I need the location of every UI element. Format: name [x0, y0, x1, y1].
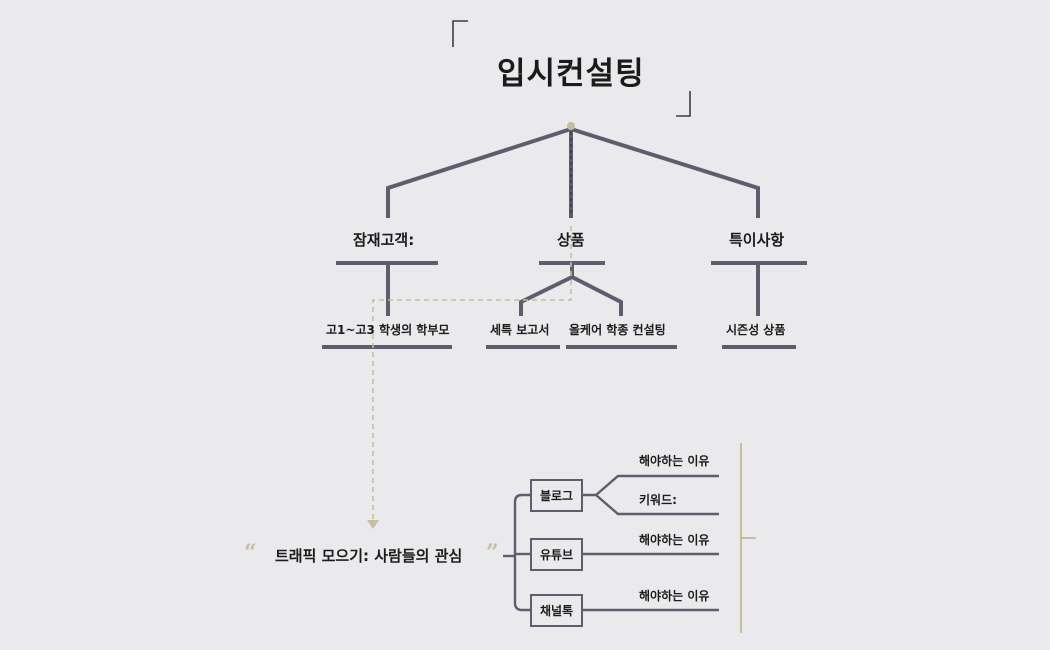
stem-product [519, 263, 623, 316]
youtube-box [530, 538, 583, 571]
open-quote-mark: “ [244, 540, 257, 566]
dashed-arrowhead [367, 520, 379, 529]
category-product: 상품 [557, 231, 585, 249]
item-report: 세특 보고서 [490, 323, 550, 337]
channeltalk-box [530, 594, 583, 627]
reason-blog-why: 해야하는 이유 [639, 454, 710, 468]
title-bracket-top-left [452, 20, 468, 47]
accent-dot [567, 122, 575, 130]
category-potential-customers: 잠재고객: [353, 231, 415, 249]
reason-blog-keyword: 키워드: [639, 493, 677, 507]
branch-potential [386, 127, 572, 218]
branch-special [570, 127, 760, 218]
page-title: 입시컨설팅 [497, 56, 645, 92]
traffic-label: 트래픽 모으기: 사람들의 관심 [275, 547, 463, 565]
tree-connectors [322, 127, 807, 349]
dashed-connector [372, 226, 572, 520]
item-parents: 고1~고3 학생의 학부모 [326, 323, 450, 337]
item-season: 시즌성 상품 [726, 323, 786, 337]
reason-youtube-why: 해야하는 이유 [639, 533, 710, 547]
reason-channeltalk-why: 해야하는 이유 [639, 589, 710, 603]
item-allcare: 올케어 학종 컨설팅 [569, 323, 666, 337]
channel-spine [513, 493, 531, 612]
category-special-notes: 특이사항 [729, 231, 785, 249]
channel-channeltalk: 채널톡 [539, 604, 574, 618]
channel-youtube: 유튜브 [539, 548, 574, 562]
title-bracket-bottom-right [676, 91, 691, 117]
channel-blog: 블로그 [539, 489, 574, 503]
channel-connectors [503, 474, 719, 612]
blog-fork [582, 474, 719, 516]
blog-box [530, 479, 583, 512]
close-quote-mark: ” [486, 540, 499, 566]
